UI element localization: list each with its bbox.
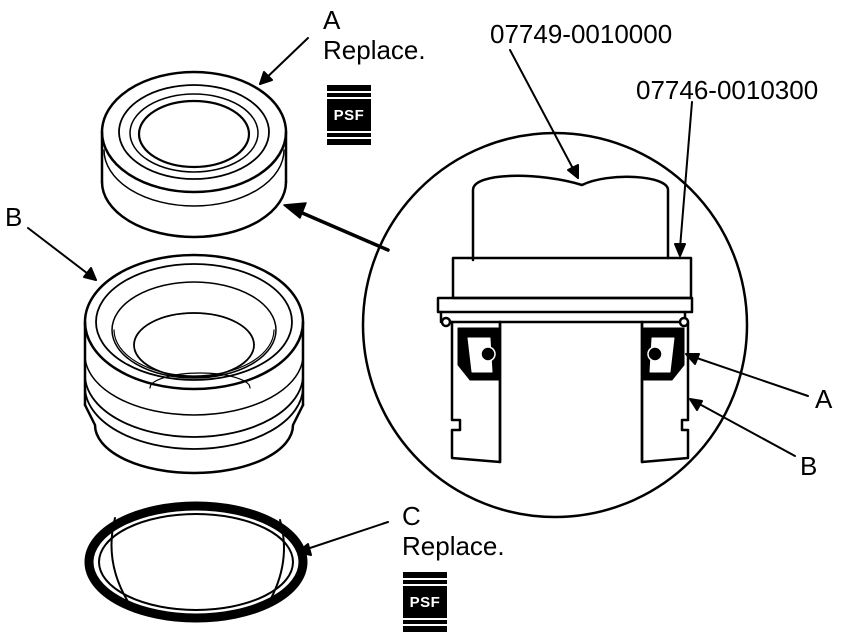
label-tool-07746: 07746-0010300 <box>636 75 819 105</box>
label-c-replace: Replace. <box>402 531 505 561</box>
piston-b-drawing <box>83 253 305 475</box>
label-b-right: B <box>800 451 818 481</box>
label-tool-07749: 07749-0010000 <box>490 19 673 49</box>
psf-badge-text-top: PSF <box>333 107 365 124</box>
label-c: C <box>402 501 421 531</box>
leader-lines-right <box>509 49 809 457</box>
label-a-right: A <box>815 384 833 414</box>
label-b-left: B <box>5 202 23 232</box>
leader-lines-left <box>27 37 389 556</box>
label-a-left: A <box>323 5 341 35</box>
label-a-replace: Replace. <box>323 35 426 65</box>
o-ring-c-drawing <box>84 501 308 623</box>
detail-arrow <box>283 202 390 252</box>
psf-badge-text-bottom: PSF <box>409 594 441 611</box>
seal-a-drawing <box>100 70 288 239</box>
psf-grease-icon-bottom: PSF <box>403 572 447 632</box>
detail-view-drawing <box>361 131 749 519</box>
psf-grease-icon-top: PSF <box>327 85 371 145</box>
